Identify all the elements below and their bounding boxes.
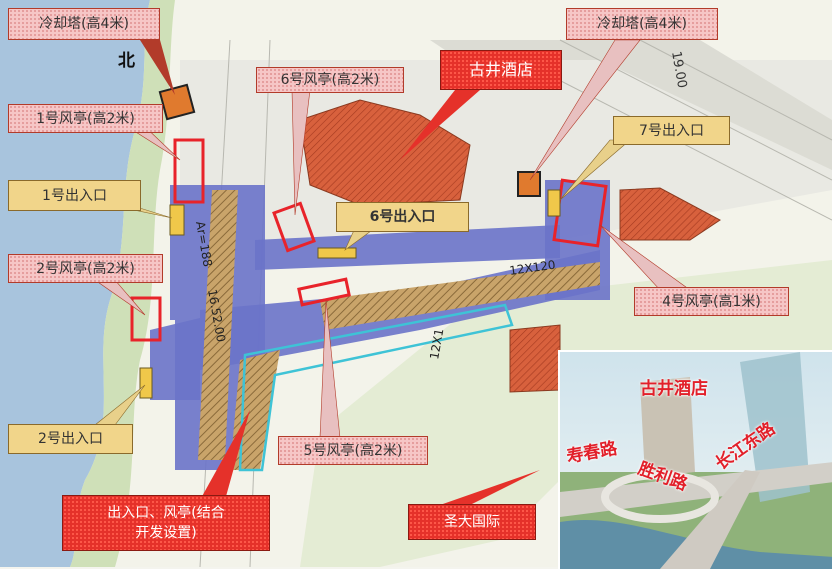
tunnel-east-west <box>320 262 600 330</box>
pointer-hotel <box>400 90 480 160</box>
exit7-stair <box>547 189 561 217</box>
cooling-tower-left <box>158 83 196 121</box>
station-passage-north <box>255 225 560 270</box>
pointer-shengda <box>440 470 540 505</box>
label-vent1: 1号风亭(高2米) <box>8 104 163 133</box>
inset-tower-glass <box>740 352 810 502</box>
road-diagonal <box>430 40 832 170</box>
tunnel-north-south <box>198 190 238 460</box>
rendering-inset: 古井酒店 寿春路 长江东路 胜利路 <box>558 350 832 569</box>
vent2-outline <box>130 296 162 342</box>
label-joint-development: 出入口、风亭(结合 开发设置) <box>62 495 270 551</box>
label-vent4: 4号风亭(高1米) <box>634 287 789 316</box>
vent5-outline <box>297 277 351 307</box>
vent1-outline <box>173 138 205 204</box>
label-exit2: 2号出入口 <box>8 424 133 454</box>
exit2-stair <box>139 367 153 399</box>
inset-road-cross <box>660 470 760 569</box>
station-passage-south <box>150 318 200 400</box>
label-vent6: 6号风亭(高2米) <box>256 67 404 93</box>
mileage-text-top: 19.00 <box>668 50 689 89</box>
label-gujing-hotel: 古井酒店 <box>440 50 562 90</box>
label-shengda: 圣大国际 <box>408 504 536 540</box>
inset-roundabout <box>601 471 719 523</box>
label-exit7: 7号出入口 <box>613 116 730 145</box>
label-cooling-tower-right: 冷却塔(高4米) <box>566 8 718 40</box>
label-cooling-tower-left: 冷却塔(高4米) <box>8 8 160 40</box>
label-joint-development-line2: 开发设置) <box>135 525 197 541</box>
road-line-3 <box>639 39 832 141</box>
gauge-text-1: 12X120 <box>508 258 556 278</box>
building-east <box>619 187 721 241</box>
cooling-tower-right <box>517 171 541 197</box>
pointer-cooling-right <box>529 39 641 181</box>
label-vent5: 5号风亭(高2米) <box>278 436 428 465</box>
lawn-southeast <box>300 260 832 567</box>
label-vent2: 2号风亭(高2米) <box>8 254 163 283</box>
joint-development-outline <box>238 303 514 472</box>
label-exit1: 1号出入口 <box>8 180 141 211</box>
vent6-outline <box>272 201 316 253</box>
building-south <box>509 324 561 393</box>
inset-hotel-building <box>640 377 695 477</box>
river-bank <box>70 0 175 567</box>
exit6-stair <box>317 247 357 259</box>
north-label: 北 <box>118 51 135 71</box>
pointer-cooling-left <box>140 40 175 95</box>
inset-scene <box>560 352 832 569</box>
label-joint-development-line1: 出入口、风亭(结合 <box>107 505 225 521</box>
gauge-text-2: 12X1 <box>427 327 446 360</box>
label-exit6: 6号出入口 <box>336 202 469 232</box>
inset-road-main <box>560 462 832 517</box>
exit1-stair <box>169 204 185 236</box>
pointer-joint-dev <box>200 410 250 500</box>
inset-label-hotel: 古井酒店 <box>640 379 708 399</box>
